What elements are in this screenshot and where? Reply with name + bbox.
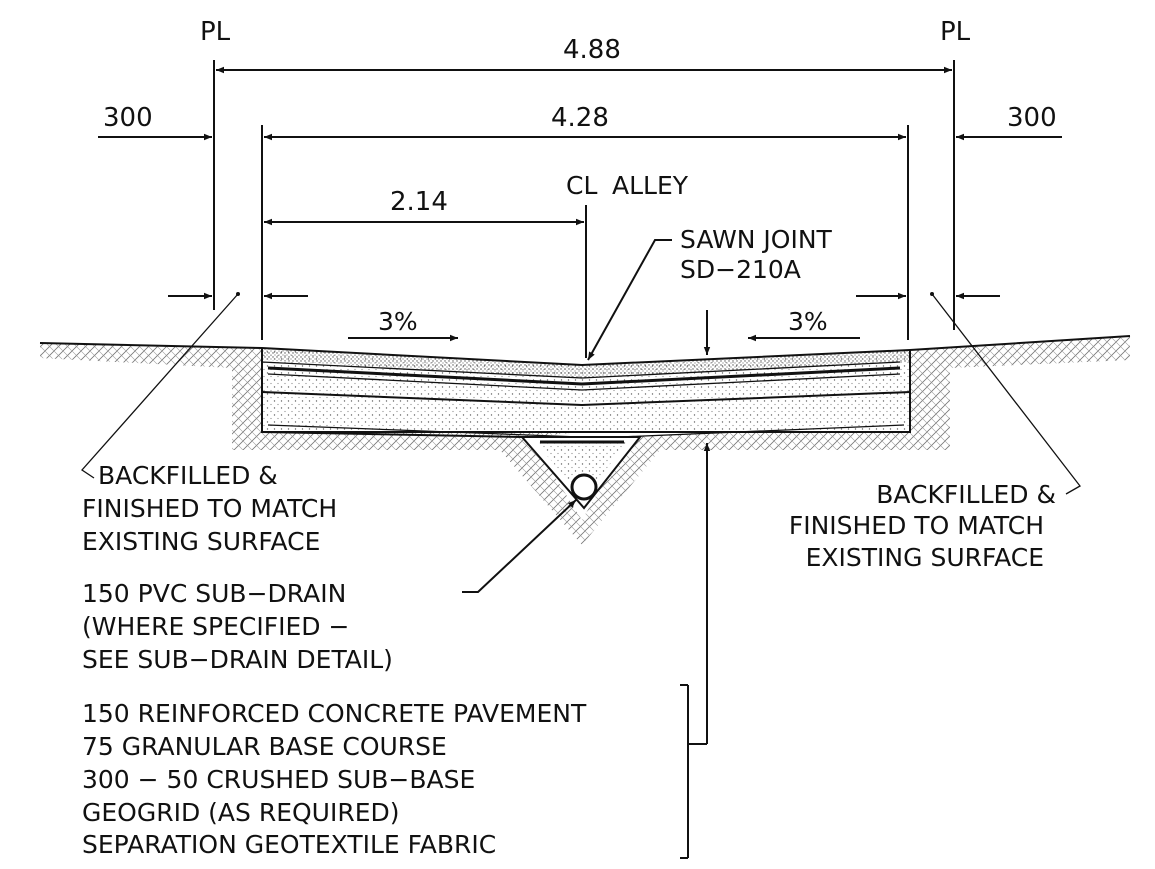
existing-ground-hatch — [40, 336, 1130, 545]
backfill-left-line3: EXISTING SURFACE — [82, 527, 320, 556]
layer-geogrid: GEOGRID (AS REQUIRED) — [82, 798, 400, 827]
sub-drain-line1: 150 PVC SUB−DRAIN — [82, 579, 346, 608]
backfill-left-line2: FINISHED TO MATCH — [82, 494, 337, 523]
dim-half-width-text: 2.14 — [390, 187, 448, 217]
sub-drain-line2: (WHERE SPECIFIED − — [82, 612, 349, 641]
slope-right: 3% — [748, 307, 860, 342]
pavement-structure — [261, 348, 911, 438]
dim-pavement-text: 4.28 — [551, 103, 609, 133]
sawn-joint-line2: SD−210A — [680, 255, 801, 284]
sub-drain-trench — [519, 436, 643, 510]
backfill-right-line2: FINISHED TO MATCH — [789, 511, 1044, 540]
dim-half-width: 2.14 — [264, 187, 584, 226]
backfill-left-callout: BACKFILLED & FINISHED TO MATCH EXISTING … — [81, 293, 337, 556]
backfill-left-line1: BACKFILLED & — [98, 461, 278, 490]
slope-left: 3% — [348, 307, 458, 342]
pl-symbol-right: PL — [940, 17, 971, 47]
ground-surface-line — [39, 335, 1131, 367]
slope-left-text: 3% — [378, 307, 418, 336]
dim-offset-right-text: 300 — [1007, 103, 1057, 133]
centerline-label: CL ALLEY — [566, 171, 689, 200]
slope-right-text: 3% — [788, 307, 828, 336]
dim-overall-text: 4.88 — [563, 35, 621, 65]
cl-text: ALLEY — [612, 171, 689, 200]
layer-callout: 150 REINFORCED CONCRETE PAVEMENT 75 GRAN… — [82, 443, 711, 859]
sub-drain-line3: SEE SUB−DRAIN DETAIL) — [82, 645, 393, 674]
pl-symbol-left: PL — [200, 17, 231, 47]
sub-drain-callout: 150 PVC SUB−DRAIN (WHERE SPECIFIED − SEE… — [82, 499, 577, 674]
edge-dim-left — [168, 292, 308, 300]
sawn-joint-callout: SAWN JOINT SD−210A — [587, 225, 833, 361]
dim-overall: 4.88 — [216, 35, 952, 74]
dim-offset-right: 300 — [956, 103, 1062, 141]
sawn-joint-line1: SAWN JOINT — [680, 225, 833, 254]
layer-geotextile: SEPARATION GEOTEXTILE FABRIC — [82, 830, 496, 859]
backfill-right-line3: EXISTING SURFACE — [806, 543, 1044, 572]
layer-concrete-pavement: 150 REINFORCED CONCRETE PAVEMENT — [82, 699, 587, 728]
backfill-right-line1: BACKFILLED & — [876, 480, 1056, 509]
edge-dim-right — [856, 292, 1000, 300]
sub-drain-pipe — [570, 473, 598, 501]
backfill-right-callout: BACKFILLED & FINISHED TO MATCH EXISTING … — [789, 293, 1081, 572]
property-line-left: PL — [200, 17, 231, 310]
layer-granular-base: 75 GRANULAR BASE COURSE — [82, 732, 447, 761]
property-line-right: PL — [940, 17, 971, 330]
dim-pavement: 4.28 — [264, 103, 906, 141]
dim-offset-left-text: 300 — [103, 103, 153, 133]
layer-crushed-subbase: 300 − 50 CRUSHED SUB−BASE — [82, 765, 475, 794]
cl-symbol: CL — [566, 171, 597, 200]
dim-offset-left: 300 — [98, 103, 212, 141]
